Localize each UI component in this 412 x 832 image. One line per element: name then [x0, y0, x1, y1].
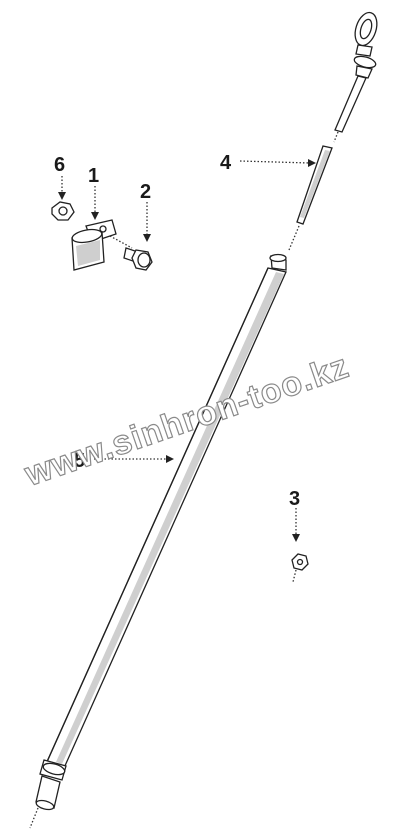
guide-tube: [29, 253, 287, 829]
callout-6: 6: [54, 154, 65, 176]
dipstick-upper-rod: [288, 75, 367, 251]
bracket-clamp: [71, 219, 117, 271]
callout-1: 1: [88, 165, 99, 187]
callout-5: 5: [74, 450, 85, 472]
dipstick-handle: [353, 11, 378, 79]
nut: [51, 201, 75, 221]
callout-2: 2: [140, 181, 151, 203]
callout-leaders: [58, 159, 316, 542]
callout-3: 3: [289, 488, 300, 510]
callout-4: 4: [220, 152, 232, 174]
washer: [291, 553, 309, 583]
bolt: [109, 235, 153, 271]
